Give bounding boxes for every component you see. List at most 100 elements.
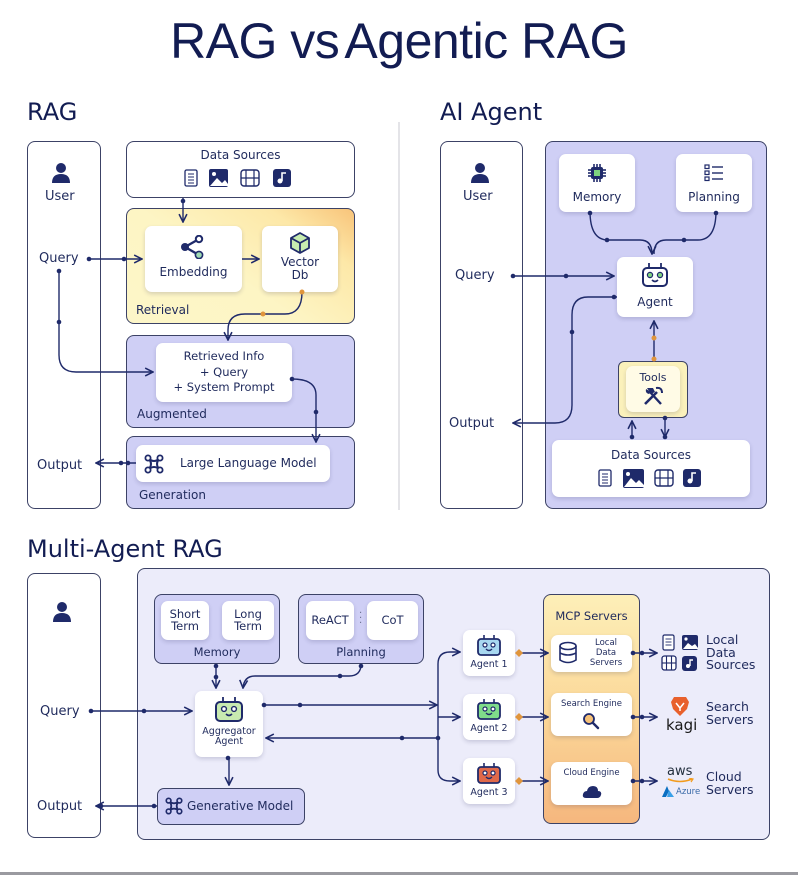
agent-user-label: User: [463, 189, 493, 204]
title-part-agentic: Agentic RAG: [344, 13, 628, 69]
dotted-separator: ···: [359, 608, 363, 629]
aws-smile-icon: [667, 778, 694, 783]
robot-icon: [477, 635, 501, 656]
magnifier-icon: [583, 713, 600, 730]
memory-label: Memory: [572, 190, 622, 204]
agent-1-label: Agent 1: [470, 659, 508, 670]
aws-logo: aws: [667, 764, 693, 779]
agent-output-label: Output: [449, 416, 495, 431]
cloud-engine-label: Cloud Engine: [563, 768, 620, 778]
retrieved-info-box[interactable]: Retrieved Info + Query + System Prompt: [156, 343, 292, 402]
user-icon: [471, 163, 489, 183]
audio-icon: [273, 169, 291, 187]
agent-data-sources-box[interactable]: Data Sources: [552, 440, 750, 497]
audio-icon: [682, 656, 697, 671]
rag-data-sources-label: Data Sources: [200, 148, 281, 162]
long-term-box[interactable]: Long Term: [222, 601, 274, 640]
agent-3-box[interactable]: Agent 3: [463, 758, 515, 804]
retrieved-info-line-2: + Query: [199, 364, 249, 379]
tools-box[interactable]: Tools: [626, 366, 680, 412]
aggregator-agent-box[interactable]: Aggregator Agent: [195, 691, 263, 757]
robot-icon: [477, 763, 501, 784]
tools-icon: [644, 386, 663, 405]
search-engine-box[interactable]: Search Engine: [551, 693, 632, 736]
local-data-servers-label-3: Servers: [589, 658, 623, 668]
image-icon: [682, 635, 698, 650]
planning-box[interactable]: Planning: [676, 154, 752, 212]
vector-db-box[interactable]: Vector Db: [262, 226, 338, 292]
video-icon: [654, 469, 674, 487]
agent-heading: AI Agent: [440, 98, 543, 126]
image-icon: [209, 169, 228, 187]
cot-box[interactable]: CoT: [367, 601, 418, 640]
robot-icon: [477, 699, 501, 720]
share-graph-icon: [181, 235, 204, 259]
search-servers-label-1: Search: [706, 699, 749, 714]
react-box[interactable]: ReACT: [306, 601, 354, 640]
agent-2-label: Agent 2: [470, 723, 508, 734]
long-term-label-1: Long: [234, 607, 262, 621]
cloud-icon: [582, 786, 602, 798]
agent-box[interactable]: Agent: [617, 257, 693, 317]
section-divider: [398, 122, 400, 510]
short-term-box[interactable]: Short Term: [161, 601, 209, 640]
rag-data-sources-box: Data Sources: [126, 141, 355, 198]
cloud-servers-label-2: Servers: [706, 781, 754, 797]
user-icon: [53, 602, 71, 622]
video-icon: [661, 655, 677, 671]
generative-model-box[interactable]: Generative Model: [157, 788, 305, 825]
user-icon: [52, 163, 70, 183]
local-data-servers-box[interactable]: Local Data Servers: [551, 635, 632, 672]
local-data-sources-label-3: Sources: [706, 657, 756, 672]
database-icon: [559, 641, 577, 664]
bottom-divider: [0, 872, 798, 875]
robot-icon: [642, 263, 668, 287]
vector-db-label-1: Vector: [280, 255, 320, 269]
rag-user-label: User: [45, 189, 75, 204]
short-term-label-1: Short: [169, 607, 201, 621]
kagi-logo: kagi: [666, 716, 698, 734]
robot-icon: [215, 697, 243, 722]
agent-2-box[interactable]: Agent 2: [463, 694, 515, 740]
cloud-engine-box[interactable]: Cloud Engine: [551, 762, 632, 805]
agent-data-sources-label: Data Sources: [611, 448, 691, 462]
mcp-servers-label: MCP Servers: [555, 609, 628, 623]
multi-output-label: Output: [37, 799, 83, 814]
rag-heading: RAG: [27, 98, 78, 126]
local-data-sources-label-1: Local: [706, 632, 739, 647]
agent-label: Agent: [637, 295, 673, 309]
embedding-label: Embedding: [159, 265, 228, 279]
generation-label: Generation: [139, 488, 206, 502]
rag-query-label[interactable]: Query: [39, 251, 79, 266]
video-icon: [240, 169, 260, 187]
document-icon: [598, 469, 612, 487]
augmented-label: Augmented: [137, 407, 207, 421]
aggregator-label-1: Aggregator: [202, 726, 256, 737]
multi-query-label[interactable]: Query: [40, 704, 80, 719]
memory-box[interactable]: Memory: [559, 154, 635, 212]
rag-output-label: Output: [37, 458, 83, 473]
retrieved-info-line-3: + System Prompt: [173, 380, 275, 394]
react-label: ReACT: [311, 613, 349, 627]
agent-1-box[interactable]: Agent 1: [463, 630, 515, 676]
llm-box[interactable]: Large Language Model: [136, 445, 330, 482]
agent-query-label[interactable]: Query: [455, 268, 495, 283]
retrieved-info-line-1: Retrieved Info: [183, 349, 265, 363]
cot-label: CoT: [381, 613, 404, 627]
cloud-servers-label-1: Cloud: [706, 769, 742, 784]
generative-model-label: Generative Model: [187, 799, 294, 813]
tools-label: Tools: [639, 371, 667, 384]
local-data-sources-label-2: Data: [706, 644, 736, 660]
search-engine-label: Search Engine: [560, 699, 623, 709]
title-part-rag: RAG vs: [170, 13, 340, 69]
agent-data-source-icons: [598, 469, 701, 488]
short-term-label-2: Term: [171, 619, 199, 633]
local-data-servers-label-2: Data: [595, 648, 617, 658]
audio-icon: [683, 469, 701, 487]
cube-icon: [290, 232, 310, 254]
agent-3-label: Agent 3: [470, 787, 508, 798]
page-title: RAG vs Agentic RAG: [0, 10, 798, 72]
network-nodes-icon: [165, 797, 183, 815]
network-nodes-icon: [144, 454, 164, 474]
embedding-box[interactable]: Embedding: [145, 226, 242, 292]
